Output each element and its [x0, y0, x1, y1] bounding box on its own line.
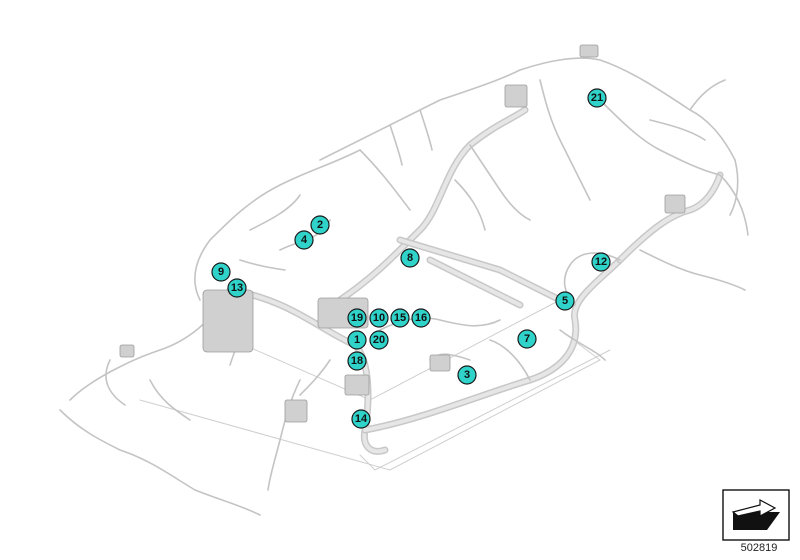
branch-wiring	[59, 57, 749, 516]
svg-text:19: 19	[351, 312, 363, 324]
svg-text:15: 15	[394, 312, 406, 324]
callout-markers: 1 2 3 4 5 7 8 9 10 12 13 14 15 16 18 19 …	[211, 88, 611, 429]
svg-text:16: 16	[415, 312, 427, 324]
svg-text:10: 10	[373, 312, 385, 324]
callout-18[interactable]: 18	[347, 351, 367, 371]
callout-1[interactable]: 1	[347, 330, 367, 350]
callout-21[interactable]: 21	[587, 88, 607, 108]
svg-text:14: 14	[355, 413, 368, 425]
svg-text:20: 20	[373, 334, 385, 346]
callout-7[interactable]: 7	[517, 329, 537, 349]
callout-5[interactable]: 5	[555, 291, 575, 311]
diagram-reference-number: 502819	[740, 542, 778, 554]
svg-text:2: 2	[317, 219, 323, 231]
arrow-reference-icon	[722, 489, 790, 541]
svg-text:13: 13	[231, 282, 243, 294]
svg-text:9: 9	[218, 266, 224, 278]
connector-blocks	[119, 44, 686, 423]
svg-text:3: 3	[464, 369, 470, 381]
callout-12[interactable]: 12	[591, 252, 611, 272]
svg-text:8: 8	[407, 252, 413, 264]
callout-3[interactable]: 3	[457, 365, 477, 385]
svg-text:18: 18	[351, 355, 363, 367]
svg-text:7: 7	[524, 333, 530, 345]
svg-text:1: 1	[354, 334, 360, 346]
svg-text:12: 12	[595, 256, 607, 268]
callout-16[interactable]: 16	[411, 308, 431, 328]
callout-20[interactable]: 20	[369, 330, 389, 350]
callout-13[interactable]: 13	[227, 278, 247, 298]
callout-14[interactable]: 14	[351, 409, 371, 429]
callout-4[interactable]: 4	[294, 230, 314, 250]
svg-text:4: 4	[301, 234, 308, 246]
callout-10[interactable]: 10	[369, 308, 389, 328]
callout-19[interactable]: 19	[347, 308, 367, 328]
svg-text:5: 5	[562, 295, 568, 307]
callout-2[interactable]: 2	[310, 215, 330, 235]
svg-text:21: 21	[591, 92, 603, 104]
callout-9[interactable]: 9	[211, 262, 231, 282]
callout-8[interactable]: 8	[400, 248, 420, 268]
callout-15[interactable]: 15	[390, 308, 410, 328]
